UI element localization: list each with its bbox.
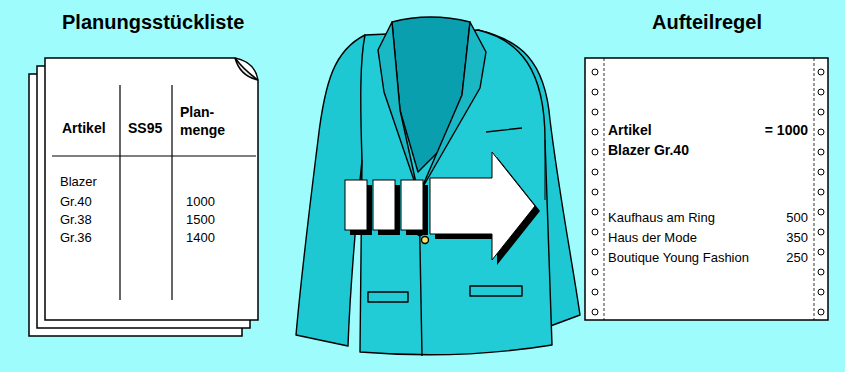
arrow-box: [345, 180, 367, 230]
sprocket-hole: [592, 189, 598, 195]
store-name: Boutique Young Fashion: [608, 250, 749, 266]
page-stack: [29, 58, 258, 336]
perforation: [814, 58, 815, 320]
arrow-body: [430, 152, 535, 260]
page-curl: [235, 58, 258, 80]
sprocket-hole: [592, 209, 598, 215]
blazer-lapel: [420, 22, 486, 192]
sprocket-hole: [592, 69, 598, 75]
blazer-pocket: [368, 292, 408, 302]
store-quantity: 250: [786, 250, 808, 266]
sprocket-hole: [592, 249, 598, 255]
column-line: [171, 85, 172, 300]
header-line: [52, 155, 256, 156]
sprocket-hole: [592, 269, 598, 275]
item-quantity: = 1000: [765, 122, 808, 139]
arrow-box: [401, 180, 423, 230]
rule-heading: Aufteilregel: [652, 10, 762, 34]
table-header: SS95: [128, 120, 162, 137]
sprocket-hole: [818, 269, 824, 275]
blazer-pocket: [470, 286, 522, 296]
perforation: [604, 58, 605, 320]
table-cell: Gr.36: [60, 230, 92, 246]
sprocket-hole: [592, 129, 598, 135]
sprocket-hole: [592, 109, 598, 115]
parts-list-page: PlanungsstücklisteArtikelSS95Plan- menge…: [45, 58, 258, 320]
sprocket-hole: [592, 149, 598, 155]
sprocket-hole: [818, 109, 824, 115]
table-lines: [52, 85, 256, 300]
store-name: Kaufhaus am Ring: [608, 210, 715, 226]
store-name: Haus der Mode: [608, 230, 697, 246]
table-cell: Gr.40: [60, 194, 92, 210]
sprocket-hole: [818, 229, 824, 235]
store-quantity: 350: [786, 230, 808, 246]
blazer-pocket: [486, 128, 522, 132]
block-arrow: [345, 152, 540, 265]
sprocket-hole: [818, 149, 824, 155]
sprocket-hole: [818, 289, 824, 295]
paper-sheet: [585, 58, 828, 320]
table-cell: 1500: [186, 212, 215, 228]
item-name: Blazer Gr.40: [608, 142, 689, 159]
table-cell: Gr.38: [60, 212, 92, 228]
sprocket-hole: [818, 169, 824, 175]
table-cell: 1400: [186, 230, 215, 246]
sprocket-hole: [592, 169, 598, 175]
sprocket-hole: [592, 309, 598, 315]
table-cell: 1000: [186, 194, 215, 210]
sprocket-hole: [818, 69, 824, 75]
list-heading: Planungsstückliste: [62, 10, 244, 34]
item-label: Artikel: [608, 122, 652, 139]
arrow-box: [373, 180, 395, 230]
table-header: Artikel: [62, 120, 106, 137]
sprocket-hole: [818, 189, 824, 195]
sprocket-holes: [592, 69, 824, 315]
column-line: [119, 85, 120, 300]
table-header: Plan- menge: [180, 104, 232, 139]
sprocket-hole: [592, 229, 598, 235]
blazer-button: [422, 237, 429, 244]
sprocket-hole: [818, 309, 824, 315]
table-cell: Blazer: [60, 174, 97, 190]
sprocket-hole: [592, 289, 598, 295]
sprocket-hole: [818, 209, 824, 215]
blazer-illustration: [296, 17, 580, 356]
sprocket-hole: [592, 89, 598, 95]
front-page: [45, 58, 258, 320]
sprocket-hole: [818, 89, 824, 95]
blazer-lapel: [378, 22, 418, 192]
form-paper: [585, 58, 828, 320]
store-quantity: 500: [786, 210, 808, 226]
sprocket-hole: [818, 249, 824, 255]
arrow-face: [345, 152, 535, 260]
allocation-form: AufteilregelArtikel= 1000Blazer Gr.40Kau…: [585, 58, 828, 320]
sprocket-hole: [818, 129, 824, 135]
